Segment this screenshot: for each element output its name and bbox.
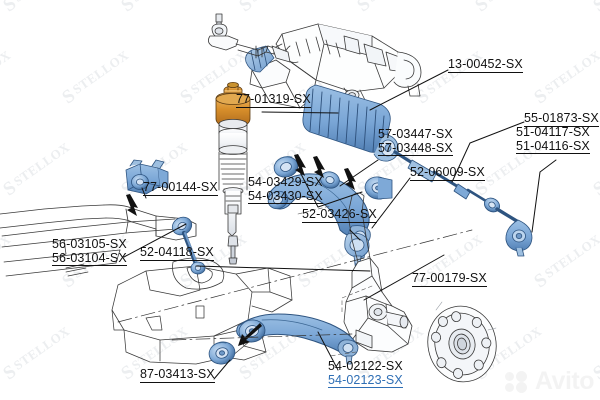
stabilizer-bar-bracket-bushing: [125, 159, 169, 195]
label-underline: [248, 203, 323, 204]
steering-rack-assembly: [249, 23, 422, 109]
stabilizer-bar: [0, 204, 197, 241]
label-underline: [448, 71, 523, 73]
label-underline: [378, 155, 453, 156]
lower-control-arm-bushing: [208, 341, 236, 365]
part-number-text: 54-03430-SX: [248, 188, 323, 203]
label-underline: [412, 285, 487, 287]
outer-tie-rod-end: [483, 197, 533, 257]
part-number-text: 55-01873-SX: [524, 111, 599, 125]
detached-tie-rod-end: [208, 13, 291, 63]
label-underline: [236, 106, 311, 108]
assembly-arrows: [126, 154, 356, 346]
wheel-hub: [427, 301, 497, 383]
label-underline: [140, 381, 215, 383]
part-number-text: 54-03429-SX: [248, 175, 323, 189]
part-number-label[interactable]: 77-00144-SX: [143, 180, 218, 196]
part-number-text: 77-01319-SX: [236, 92, 311, 106]
part-number-label[interactable]: 52-03426-SX: [302, 207, 377, 223]
part-number-text: 52-03426-SX: [302, 207, 377, 221]
part-number-text: 56-03105-SX: [52, 237, 127, 251]
part-number-text: 56-03104-SX: [52, 250, 127, 265]
part-number-text: 51-04116-SX: [516, 138, 590, 153]
part-number-text: 87-03413-SX: [140, 367, 215, 381]
leader-lines: [117, 69, 557, 380]
part-number-text: 54-02122-SX: [328, 359, 403, 373]
part-number-label[interactable]: 77-00179-SX: [412, 271, 487, 287]
label-underline: [516, 153, 590, 154]
label-underline: [302, 221, 377, 223]
part-number-text: 52-04118-SX: [140, 245, 214, 259]
avito-wordmark: Avito: [534, 367, 595, 395]
front-shock-absorber-strut: [215, 82, 251, 265]
part-number-text: 57-03447-SX: [378, 127, 453, 141]
label-underline: [524, 125, 599, 127]
part-number-label[interactable]: 52-04118-SX: [140, 245, 214, 261]
avito-watermark: Avito: [504, 367, 595, 395]
part-number-text: 57-03448-SX: [378, 140, 453, 155]
steering-rack-boot: [302, 84, 399, 162]
part-number-label[interactable]: 55-01873-SX: [524, 111, 599, 127]
lower-control-arm: [236, 313, 359, 365]
part-number-label[interactable]: 52-06009-SX: [410, 165, 485, 181]
upper-arm-bushing-b: [364, 176, 393, 200]
label-underline: [328, 387, 403, 388]
steering-knuckle: [343, 192, 413, 353]
label-underline: [52, 265, 127, 266]
part-number-label[interactable]: 77-01319-SX: [236, 92, 311, 108]
part-number-text: 54-02123-SX: [328, 372, 403, 387]
part-number-label[interactable]: 87-03413-SX: [140, 367, 215, 383]
part-number-text: 77-00179-SX: [412, 271, 487, 285]
subframe-crossmember: [1, 218, 293, 365]
part-number-text: 13-00452-SX: [448, 57, 523, 71]
part-number-text: 77-00144-SX: [143, 180, 218, 194]
avito-logo-icon: [504, 370, 531, 393]
label-underline: [410, 179, 485, 181]
part-number-text: 51-04117-SX: [516, 125, 590, 139]
part-number-text: 52-06009-SX: [410, 165, 485, 179]
label-underline: [140, 259, 214, 261]
label-underline: [143, 194, 218, 196]
part-number-label[interactable]: 13-00452-SX: [448, 57, 523, 73]
